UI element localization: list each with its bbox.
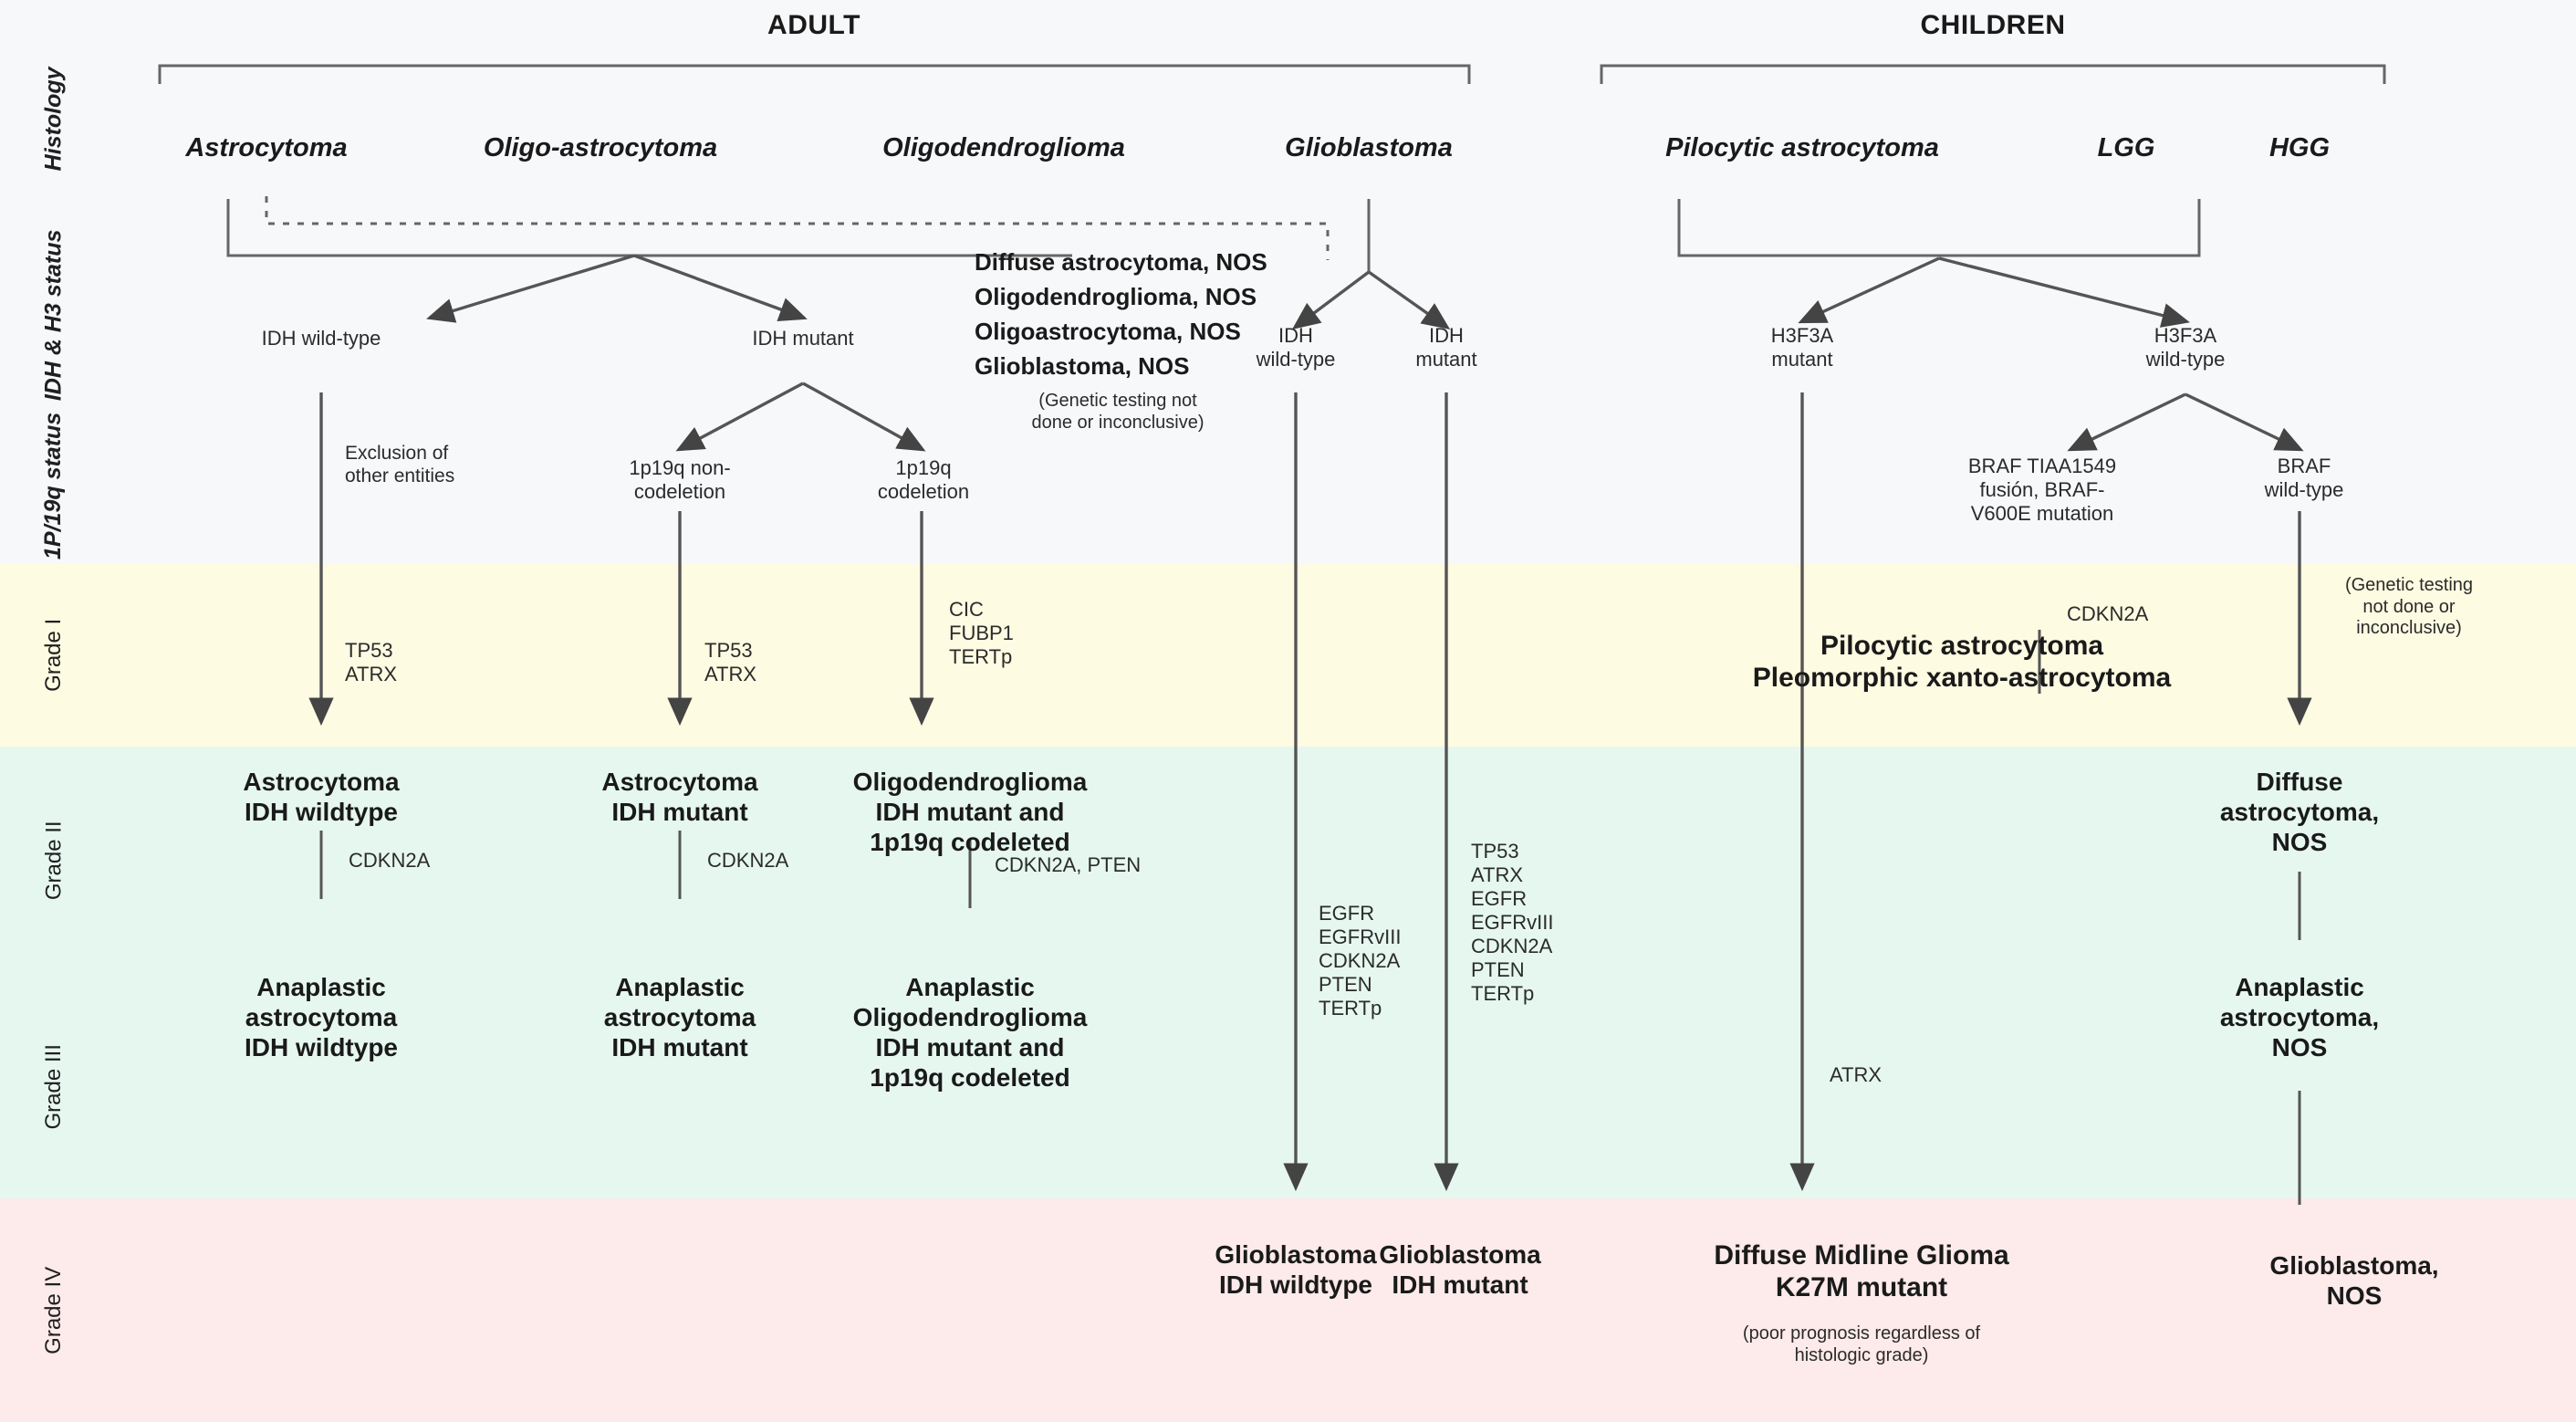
dx-anaplastic-oligodendroglioma: Anaplastic Oligodendroglioma IDH mutant …: [852, 973, 1088, 1093]
dx-glioblastoma-idh-mutant: Glioblastoma IDH mutant: [1379, 1240, 1541, 1300]
nos-line-1: Diffuse astrocytoma, NOS: [975, 248, 1267, 276]
status-braf-fusion-mutation: BRAF TIAA1549 fusión, BRAF- V600E mutati…: [1967, 455, 2117, 525]
grade4-prognosis-note: (poor prognosis regardless of histologic…: [1742, 1323, 1981, 1365]
marker-cdkn2a-braf: CDKN2A: [2067, 602, 2149, 625]
histology-glioblastoma: Glioblastoma: [1285, 133, 1453, 162]
band-grade-2-3: [0, 747, 2576, 1198]
row-label-idh-h3-status: IDH & H3 status: [40, 229, 67, 401]
marker-gbm-wild-type-genes: EGFR EGFRvIII CDKN2A PTEN TERTp: [1319, 902, 1402, 1019]
status-exclusion-other-entities: Exclusion of other entities: [345, 443, 455, 486]
dx-anaplastic-astrocytoma-nos: Anaplastic astrocytoma, NOS: [2219, 973, 2380, 1062]
histology-astrocytoma: Astrocytoma: [185, 133, 348, 162]
marker-cic-fubp1-tertp: CIC FUBP1 TERTp: [949, 598, 1014, 668]
dx-astrocytoma-idh-mutant: Astrocytoma IDH mutant: [601, 768, 758, 827]
histology-lgg: LGG: [2097, 133, 2155, 162]
status-h3f3a-mutant: H3F3A mutant: [1770, 324, 1834, 371]
dx-diffuse-midline-glioma: Diffuse Midline Glioma K27M mutant: [1714, 1240, 2009, 1303]
row-label-grade-1: Grade I: [41, 618, 67, 693]
status-idh-mutant: IDH mutant: [752, 327, 854, 350]
dx-astrocytoma-idh-wildtype: Astrocytoma IDH wildtype: [243, 768, 400, 827]
marker-tp53-atrx-mid: TP53 ATRX: [704, 639, 757, 685]
group-header-adult: ADULT: [767, 10, 860, 40]
dx-glioblastoma-idh-wildtype: Glioblastoma IDH wildtype: [1215, 1240, 1377, 1300]
row-label-grade-3: Grade III: [41, 1043, 67, 1130]
marker-cdkn2a-1: CDKN2A: [349, 849, 431, 872]
dx-diffuse-astrocytoma-nos: Diffuse astrocytoma, NOS: [2219, 768, 2380, 857]
status-gbm-idh-mutant: IDH mutant: [1415, 324, 1477, 371]
status-idh-wild-type: IDH wild-type: [261, 327, 381, 350]
nos-line-4: Glioblastoma, NOS: [975, 352, 1190, 380]
marker-cdkn2a-pten: CDKN2A, PTEN: [995, 853, 1142, 876]
group-header-children: CHILDREN: [1920, 10, 2066, 40]
marker-cdkn2a-2: CDKN2A: [707, 849, 789, 872]
row-label-grade-4: Grade IV: [41, 1266, 67, 1354]
nos-line-3: Oligoastrocytoma, NOS: [975, 318, 1241, 345]
dx-glioblastoma-nos: Glioblastoma, NOS: [2269, 1251, 2439, 1311]
status-braf-wild-type: BRAF wild-type: [2264, 455, 2344, 501]
band-grade-1: [0, 564, 2576, 747]
marker-gbm-mutant-genes: TP53 ATRX EGFR EGFRvIII CDKN2A PTEN TERT…: [1471, 840, 1554, 1005]
band-grade-4: [0, 1198, 2576, 1422]
marker-atrx-h3f3a: ATRX: [1830, 1063, 1882, 1086]
histology-oligo-astrocytoma: Oligo-astrocytoma: [483, 133, 718, 162]
row-label-histology: Histology: [40, 67, 67, 171]
status-gbm-idh-wild-type: IDH wild-type: [1256, 324, 1336, 371]
nos-line-2: Oligodendroglioma, NOS: [975, 283, 1257, 310]
dx-anaplastic-astrocytoma-idh-mutant: Anaplastic astrocytoma IDH mutant: [603, 973, 756, 1062]
status-1p19q-codeletion: 1p19q codeletion: [877, 456, 970, 503]
histology-hgg: HGG: [2268, 133, 2331, 162]
row-label-grade-2: Grade II: [41, 821, 67, 901]
dx-anaplastic-astrocytoma-idh-wildtype: Anaplastic astrocytoma IDH wildtype: [244, 973, 399, 1062]
histology-pilocytic-astrocytoma: Pilocytic astrocytoma: [1665, 133, 1939, 162]
row-label-1p19q-status: 1P/19q status: [40, 412, 67, 560]
status-h3f3a-wild-type: H3F3A wild-type: [2145, 324, 2226, 371]
histology-oligodendroglioma: Oligodendroglioma: [882, 133, 1125, 162]
dx-pilocytic-astrocytoma-grade1: Pilocytic astrocytoma Pleomorphic xanto-…: [1752, 631, 2172, 694]
status-1p19q-non-codeletion: 1p19q non- codeletion: [629, 456, 731, 503]
marker-tp53-atrx-left: TP53 ATRX: [345, 639, 398, 685]
braf-wild-type-note: (Genetic testing not done or inconclusiv…: [2344, 575, 2474, 639]
dx-oligodendroglioma-idh-mut-1p19q: Oligodendroglioma IDH mutant and 1p19q c…: [852, 768, 1088, 857]
nos-genetic-testing-note: (Genetic testing not done or inconclusiv…: [1031, 391, 1205, 433]
